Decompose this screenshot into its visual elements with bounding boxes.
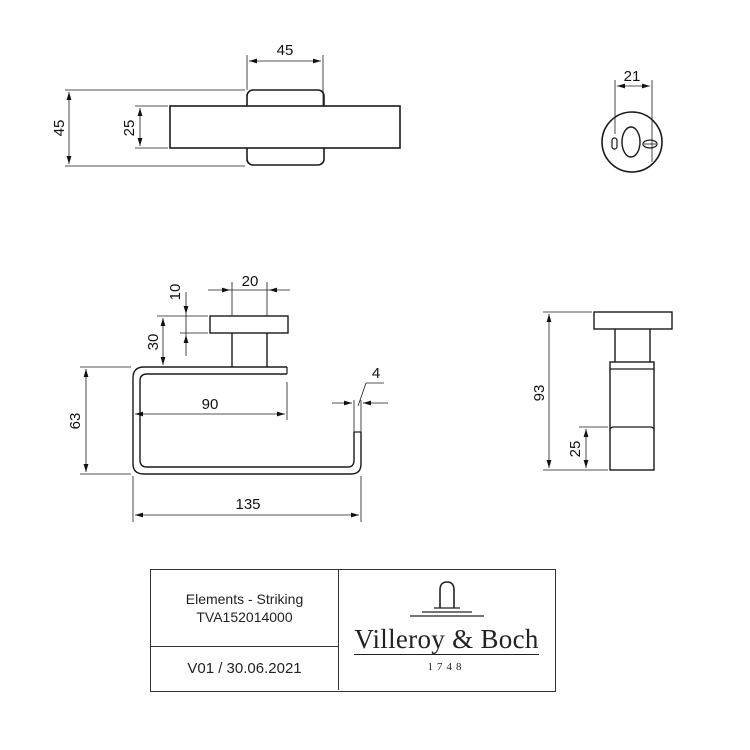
brand-year: 1748 <box>427 661 466 673</box>
side-view <box>543 311 673 471</box>
dim-front-135: 135 <box>235 496 260 513</box>
dim-side-25: 25 <box>567 441 584 458</box>
dim-front-90: 90 <box>202 396 219 413</box>
title-block: Elements - Striking TVA152014000 V01 / 3… <box>150 569 556 692</box>
front-view <box>80 282 388 522</box>
dim-front-20: 20 <box>242 273 259 290</box>
dim-front-10: 10 <box>167 284 184 301</box>
version-date: V01 / 30.06.2021 <box>187 660 302 677</box>
dim-end-width: 21 <box>624 68 641 85</box>
dim-top-height-inner: 25 <box>121 120 138 137</box>
product-info-cell: Elements - Striking TVA152014000 <box>151 570 339 647</box>
dim-front-4: 4 <box>372 365 380 382</box>
dim-top-height-outer: 45 <box>51 120 68 137</box>
end-view <box>601 80 663 173</box>
fountain-arch-icon <box>409 581 484 617</box>
brand-cell: Villeroy & Boch 1748 <box>339 570 554 690</box>
dim-front-63: 63 <box>67 413 84 430</box>
dim-top-width: 45 <box>277 42 294 59</box>
dim-front-30: 30 <box>145 334 162 351</box>
product-name: Elements - Striking <box>185 591 304 607</box>
version-cell: V01 / 30.06.2021 <box>151 647 339 690</box>
top-view <box>65 55 401 167</box>
brand-name: Villeroy & Boch <box>354 624 539 655</box>
article-number: TVA152014000 <box>196 609 293 625</box>
dim-side-93: 93 <box>531 385 548 402</box>
